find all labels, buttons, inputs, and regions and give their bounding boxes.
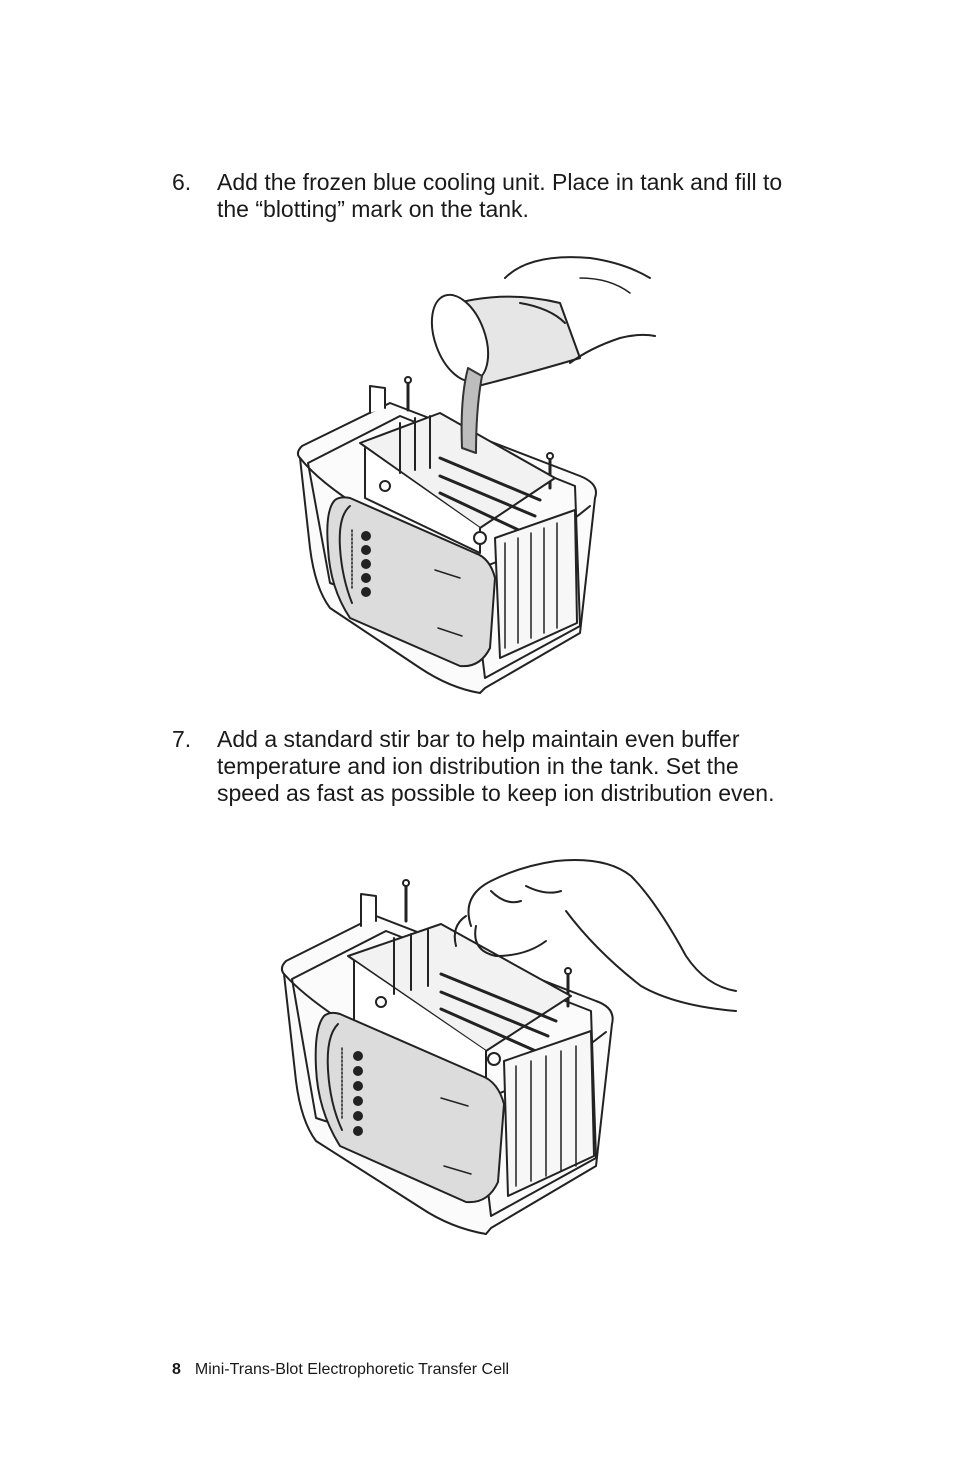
page-number: 8 (172, 1361, 181, 1378)
page-footer: 8 Mini-Trans-Blot Electrophoretic Transfe… (172, 1360, 509, 1380)
step-7: 7. Add a standard stir bar to help maint… (172, 726, 792, 807)
illustration-pouring-buffer (290, 248, 662, 698)
step-text: Add the frozen blue cooling unit. Place … (217, 169, 783, 222)
step-number: 7. (172, 726, 192, 752)
illustration-adding-stir-bar (276, 856, 738, 1240)
step-6: 6. Add the frozen blue cooling unit. Pla… (172, 169, 792, 223)
step-number: 6. (172, 169, 192, 195)
step-text: Add a standard stir bar to help maintain… (217, 726, 775, 806)
document-title: Mini-Trans-Blot Electrophoretic Transfer… (194, 1361, 510, 1378)
